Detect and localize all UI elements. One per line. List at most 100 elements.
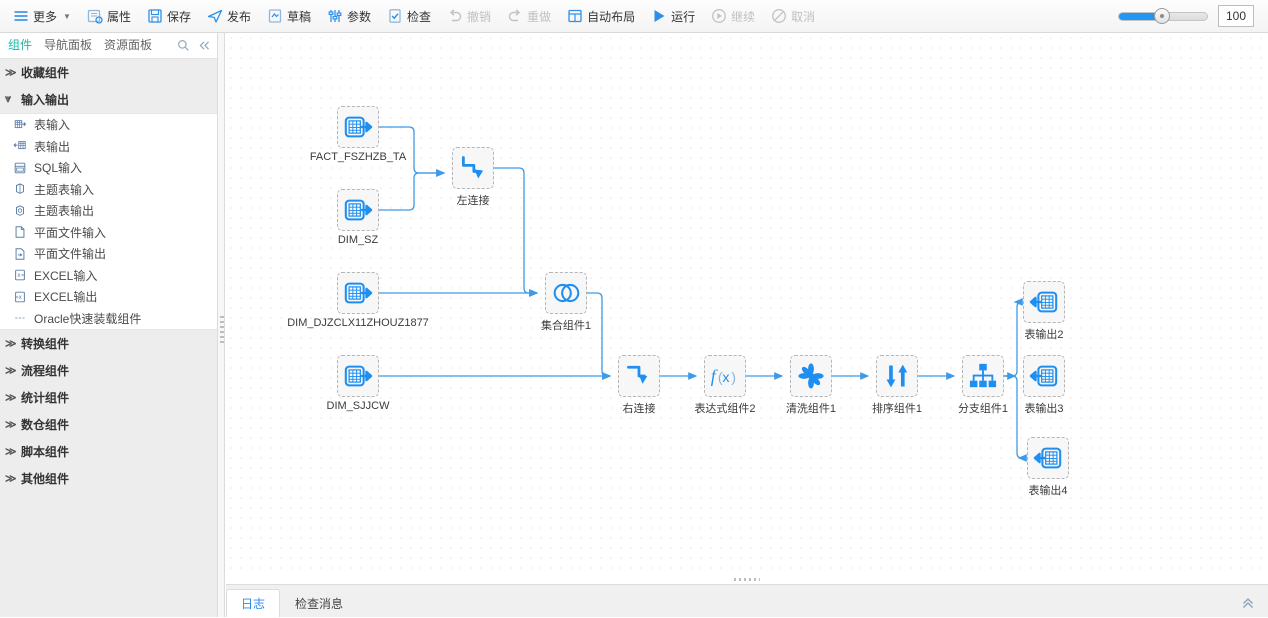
component-item-flat-file-output[interactable]: 平面文件输出 <box>0 243 217 265</box>
svg-text:): ) <box>731 370 736 386</box>
canvas-node-n2[interactable]: DIM_SZ <box>337 189 379 246</box>
canvas-node-n12[interactable]: 表输出2 <box>1023 281 1065 341</box>
panel-section-2[interactable]: ≫转换组件 <box>0 330 217 357</box>
vertical-splitter[interactable] <box>218 33 225 617</box>
chevron-right-icon: ≫ <box>5 392 17 404</box>
toolbar-button-draft[interactable]: 草稿 <box>260 4 318 29</box>
panel-tab-0[interactable]: 组件 <box>8 33 32 58</box>
canvas-node-icon-box[interactable] <box>337 106 379 148</box>
canvas-node-n6[interactable]: DIM_SJJCW <box>327 355 389 412</box>
save-icon <box>148 9 162 23</box>
redo-icon <box>508 9 521 22</box>
panel-section-4[interactable]: ≫统计组件 <box>0 384 217 411</box>
component-item-oracle-loader[interactable]: Oracle快速装载组件 <box>0 308 217 330</box>
panel-tab-1[interactable]: 导航面板 <box>44 33 92 58</box>
canvas-node-icon-box[interactable] <box>790 355 832 397</box>
parameters-icon <box>328 10 342 22</box>
oracle-loader-icon <box>15 317 25 319</box>
component-item-label: 主题表输入 <box>34 182 95 197</box>
toolbar-button-redo: 重做 <box>500 4 558 29</box>
panel-section-7[interactable]: ≫其他组件 <box>0 465 217 492</box>
draft-icon <box>268 9 282 23</box>
canvas-node-n4[interactable]: DIM_DJZCLX11ZHOUZ1877 <box>287 272 429 329</box>
component-item-label: 主题表输出 <box>34 204 95 219</box>
panel-section-title: 其他组件 <box>21 472 70 486</box>
canvas-node-label: DIM_DJZCLX11ZHOUZ1877 <box>287 317 429 329</box>
canvas-node-icon-box[interactable] <box>1023 281 1065 323</box>
component-item-flat-file-input[interactable]: 平面文件输入 <box>0 222 217 244</box>
canvas-node-n10[interactable]: 排序组件1 <box>872 355 922 415</box>
chevron-double-up-icon[interactable] <box>1240 595 1256 611</box>
svg-text:x: x <box>722 370 729 386</box>
svg-text:x: x <box>17 272 20 279</box>
flow-canvas[interactable]: FACT_FSZHZB_TA DIM_SZ 左连接 DIM_DJZCLX11ZHOUZ… <box>226 33 1268 575</box>
canvas-node-icon-box[interactable] <box>1023 355 1065 397</box>
zoom-value-input[interactable]: 100 <box>1218 5 1254 27</box>
horizontal-splitter[interactable] <box>226 575 1268 584</box>
canvas-node-n8[interactable]: f(x)表达式组件2 <box>694 355 756 415</box>
toolbar-button-publish[interactable]: 发布 <box>200 4 258 29</box>
left-panel-header: 组件导航面板资源面板 <box>0 33 217 59</box>
bottom-tab-label: 日志 <box>241 597 266 611</box>
canvas-node-icon-box[interactable] <box>545 272 587 314</box>
canvas-node-icon-box[interactable] <box>876 355 918 397</box>
canvas-node-icon-box[interactable]: f(x) <box>704 355 746 397</box>
bottom-tab-0[interactable]: 日志 <box>226 589 281 617</box>
canvas-node-icon-box[interactable] <box>337 272 379 314</box>
flat-file-output-icon <box>15 248 25 260</box>
zoom-slider[interactable] <box>1118 8 1208 24</box>
toolbar-button-label: 撤销 <box>467 9 492 24</box>
canvas-node-n7[interactable]: 右连接 <box>618 355 660 415</box>
canvas-node-n11[interactable]: 分支组件1 <box>958 355 1008 415</box>
canvas-node-n9[interactable]: 清洗组件1 <box>786 355 836 415</box>
toolbar-button-save[interactable]: 保存 <box>140 4 198 29</box>
canvas-node-n14[interactable]: 表输出4 <box>1027 437 1069 497</box>
canvas-node-n1[interactable]: FACT_FSZHZB_TA <box>310 106 406 163</box>
component-item-table-input[interactable]: 表输入 <box>0 114 217 136</box>
component-item-excel-input[interactable]: x EXCEL输入 <box>0 265 217 287</box>
component-item-subject-table-output[interactable]: 主题表输出 <box>0 200 217 222</box>
component-item-label: EXCEL输出 <box>34 290 98 305</box>
component-item-sql-input[interactable]: SQL输入 <box>0 157 217 179</box>
canvas-node-icon-box[interactable] <box>962 355 1004 397</box>
canvas-node-icon-box[interactable] <box>1027 437 1069 479</box>
collapse-left-icon[interactable] <box>198 39 211 52</box>
expression-icon: f(x) <box>711 366 736 386</box>
toolbar-button-check[interactable]: 检查 <box>380 4 438 29</box>
cancel-icon <box>772 9 787 23</box>
canvas-node-label: 表输出4 <box>1028 485 1068 497</box>
component-item-subject-table-input[interactable]: 主题表输入 <box>0 179 217 201</box>
search-icon[interactable] <box>177 39 190 52</box>
component-item-table-output[interactable]: 表输出 <box>0 136 217 158</box>
publish-icon <box>207 9 223 23</box>
toolbar-button-parameters[interactable]: 参数 <box>320 4 378 29</box>
table-input-icon <box>14 119 27 128</box>
sort-icon <box>886 364 908 388</box>
panel-section-5[interactable]: ≫数仓组件 <box>0 411 217 438</box>
panel-section-3[interactable]: ≫流程组件 <box>0 357 217 384</box>
panel-section-6[interactable]: ≫脚本组件 <box>0 438 217 465</box>
bottom-tab-1[interactable]: 检查消息 <box>280 589 358 617</box>
panel-tab-2[interactable]: 资源面板 <box>104 33 152 58</box>
canvas-node-icon-box[interactable] <box>337 189 379 231</box>
canvas-node-n3[interactable]: 左连接 <box>452 147 494 207</box>
toolbar-button-auto-layout[interactable]: 自动布局 <box>560 4 642 29</box>
toolbar-button-run[interactable]: 运行 <box>644 4 702 29</box>
canvas-node-n5[interactable]: 集合组件1 <box>541 272 591 332</box>
panel-section-0[interactable]: ≫收藏组件 <box>0 59 217 86</box>
canvas-node-icon-box[interactable] <box>618 355 660 397</box>
toolbar-button-undo: 撤销 <box>440 4 498 29</box>
canvas-node-icon-box[interactable] <box>452 147 494 189</box>
zoom-slider-handle[interactable] <box>1153 8 1170 24</box>
chevron-right-icon: ≫ <box>5 338 17 350</box>
canvas-node-icon-box[interactable] <box>337 355 379 397</box>
toolbar-button-label: 草稿 <box>286 9 311 24</box>
toolbar-button-properties[interactable]: 属性 <box>80 4 138 29</box>
toolbar-button-hamburger[interactable]: 更多▼ <box>6 4 78 29</box>
component-item-label: EXCEL输入 <box>34 268 98 283</box>
left-join-icon <box>461 156 484 179</box>
canvas-node-n13[interactable]: 表输出3 <box>1023 355 1065 415</box>
panel-section-1[interactable]: ⩔输入输出 <box>0 86 217 113</box>
